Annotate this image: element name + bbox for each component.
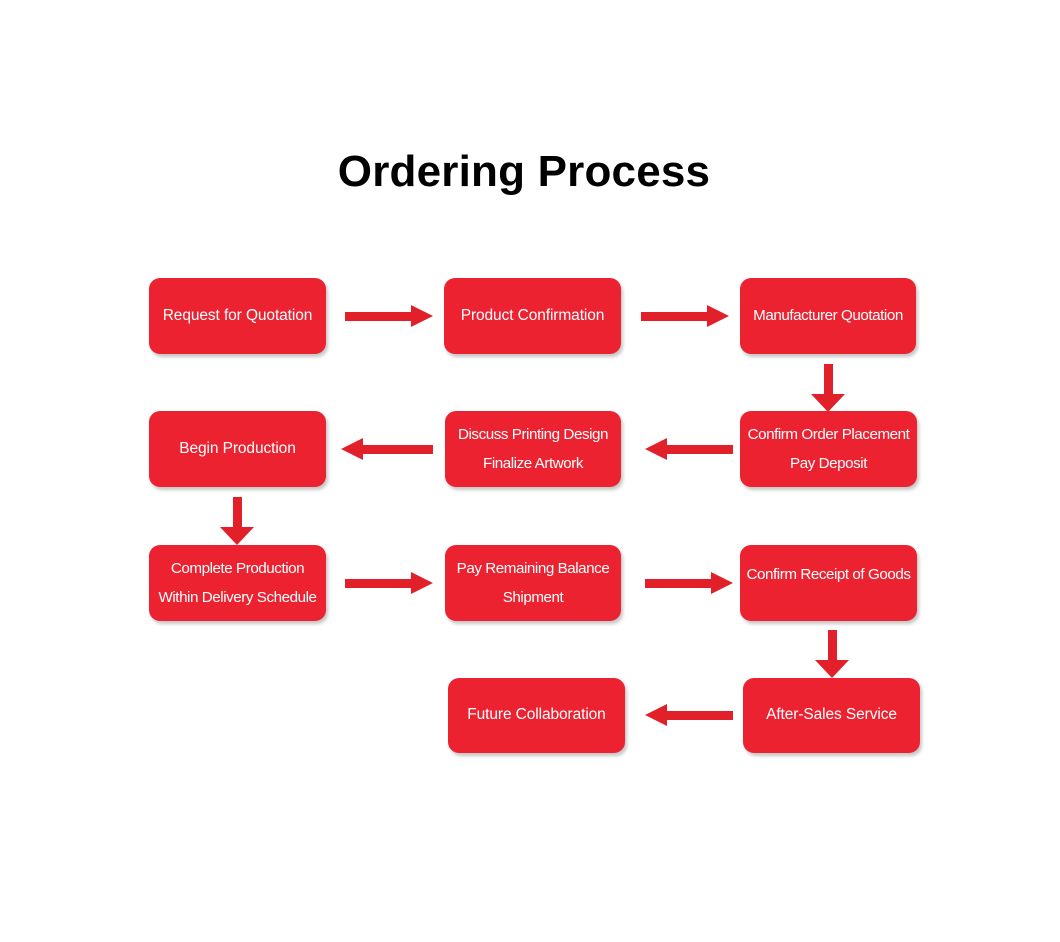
arrow-quotation-to-confirm-order	[811, 364, 845, 412]
node-product-confirmation[interactable]: Product Confirmation	[444, 278, 621, 354]
arrow-shaft	[345, 312, 412, 321]
node-label: Request for Quotation	[162, 306, 313, 324]
node-label-line-1: Pay Remaining Balance	[456, 559, 610, 577]
node-label-line-2: Finalize Artwork	[483, 454, 583, 472]
node-pay-remaining-balance[interactable]: Pay Remaining Balance Shipment	[445, 545, 621, 621]
arrow-rfq-to-product-confirmation	[345, 301, 433, 331]
node-request-for-quotation[interactable]: Request for Quotation	[149, 278, 326, 354]
arrow-confirm-order-to-discuss-design	[645, 434, 733, 464]
node-manufacturer-quotation[interactable]: Manufacturer Quotation	[740, 278, 916, 354]
arrow-head-down-icon	[815, 660, 849, 678]
arrow-head-right-icon	[411, 572, 433, 594]
node-label: Confirm Receipt of Goods	[746, 566, 911, 583]
arrow-shaft	[233, 497, 242, 528]
arrow-head-right-icon	[711, 572, 733, 594]
node-confirm-receipt-of-goods[interactable]: Confirm Receipt of Goods	[740, 545, 917, 621]
arrow-head-left-icon	[341, 438, 363, 460]
arrow-head-down-icon	[220, 527, 254, 545]
node-complete-production[interactable]: Complete Production Within Delivery Sche…	[149, 545, 326, 621]
arrow-after-sales-to-future-collab	[645, 700, 733, 730]
arrow-shaft	[362, 445, 433, 454]
arrow-shaft	[666, 445, 733, 454]
node-discuss-printing-design[interactable]: Discuss Printing Design Finalize Artwork	[445, 411, 621, 487]
node-label: Future Collaboration	[467, 706, 606, 724]
arrow-shaft	[666, 711, 733, 720]
arrow-shaft	[641, 312, 708, 321]
node-future-collaboration[interactable]: Future Collaboration	[448, 678, 625, 753]
arrow-begin-to-complete-production	[220, 497, 254, 545]
node-label-line-1: Confirm Order Placement	[747, 425, 910, 443]
arrow-pay-balance-to-confirm-receipt	[645, 568, 733, 598]
arrow-complete-production-to-pay-balance	[345, 568, 433, 598]
node-after-sales-service[interactable]: After-Sales Service	[743, 678, 920, 753]
arrow-shaft	[824, 364, 833, 395]
node-begin-production[interactable]: Begin Production	[149, 411, 326, 487]
node-label-line-2: Shipment	[502, 588, 564, 606]
arrow-head-left-icon	[645, 704, 667, 726]
arrow-shaft	[828, 630, 837, 661]
arrow-head-right-icon	[411, 305, 433, 327]
node-label-line-1: Discuss Printing Design	[457, 425, 609, 443]
arrow-shaft	[645, 579, 712, 588]
node-label: Product Confirmation	[460, 306, 605, 324]
node-label-line-2: Within Delivery Schedule	[158, 588, 317, 606]
page-title: Ordering Process	[337, 147, 711, 196]
arrow-confirm-receipt-to-after-sales	[815, 630, 849, 678]
node-label: Begin Production	[179, 439, 296, 457]
node-label-line-2: Pay Deposit	[790, 454, 867, 472]
node-label: After-Sales Service	[766, 706, 897, 724]
arrow-head-right-icon	[707, 305, 729, 327]
node-label-line-1: Complete Production	[170, 559, 305, 577]
arrow-discuss-design-to-begin-production	[341, 434, 433, 464]
node-label: Manufacturer Quotation	[753, 307, 903, 325]
node-confirm-order-placement[interactable]: Confirm Order Placement Pay Deposit	[740, 411, 917, 487]
arrow-head-down-icon	[811, 394, 845, 412]
arrow-product-confirmation-to-quotation	[641, 301, 729, 331]
arrow-shaft	[345, 579, 412, 588]
arrow-head-left-icon	[645, 438, 667, 460]
